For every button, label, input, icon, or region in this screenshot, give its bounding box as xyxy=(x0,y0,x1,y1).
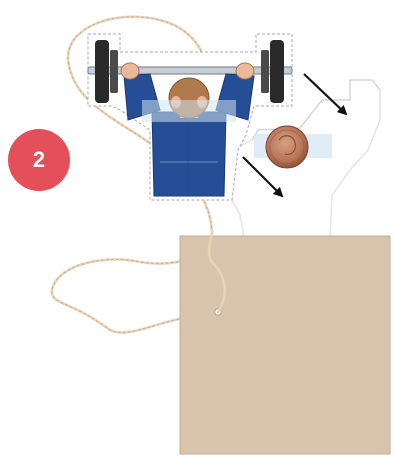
kraft-paper-tag xyxy=(180,236,390,454)
step-number-badge: 2 xyxy=(8,129,70,191)
penny-coin-icon xyxy=(266,126,308,168)
